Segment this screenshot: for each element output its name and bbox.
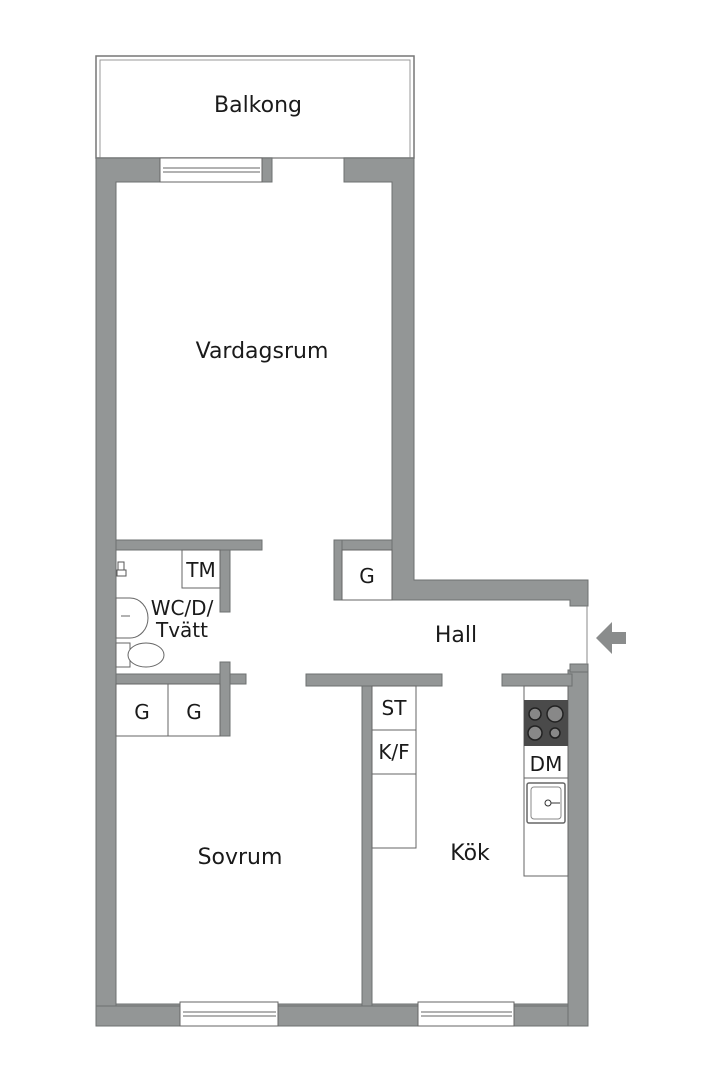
- fixture-label-stove-cabinet: ST: [381, 696, 407, 720]
- fixture-label-fridge-freezer: K/F: [378, 740, 410, 764]
- shower-icon: [116, 561, 127, 577]
- room-label-bathroom: WC/D/ Tvätt: [150, 596, 214, 642]
- fixture-label-hall-closet: G: [359, 564, 375, 588]
- fixture-label-dryer: TM: [186, 558, 216, 582]
- room-label-kitchen: Kök: [450, 841, 490, 866]
- balcony: [95, 55, 415, 159]
- walls: [95, 157, 589, 1027]
- room-label-hall: Hall: [434, 623, 478, 648]
- room-label-bedroom: Sovrum: [197, 845, 283, 870]
- fixture-label-bedroom-closet-1: G: [134, 700, 150, 724]
- window-bedroom: [179, 1001, 279, 1027]
- washbasin-icon: [115, 597, 149, 639]
- window-kitchen: [417, 1001, 515, 1027]
- fixture-label-dishwasher: DM: [529, 752, 563, 776]
- toilet-icon: [115, 642, 165, 668]
- stove-icon: [524, 700, 568, 746]
- room-label-balcony: Balkong: [213, 93, 303, 118]
- fixture-label-bedroom-closet-2: G: [186, 700, 202, 724]
- room-label-living-room: Vardagsrum: [195, 339, 329, 364]
- window-top: [159, 157, 263, 183]
- entrance-arrow-icon: [596, 622, 626, 654]
- kitchen-sink-icon: [526, 782, 566, 824]
